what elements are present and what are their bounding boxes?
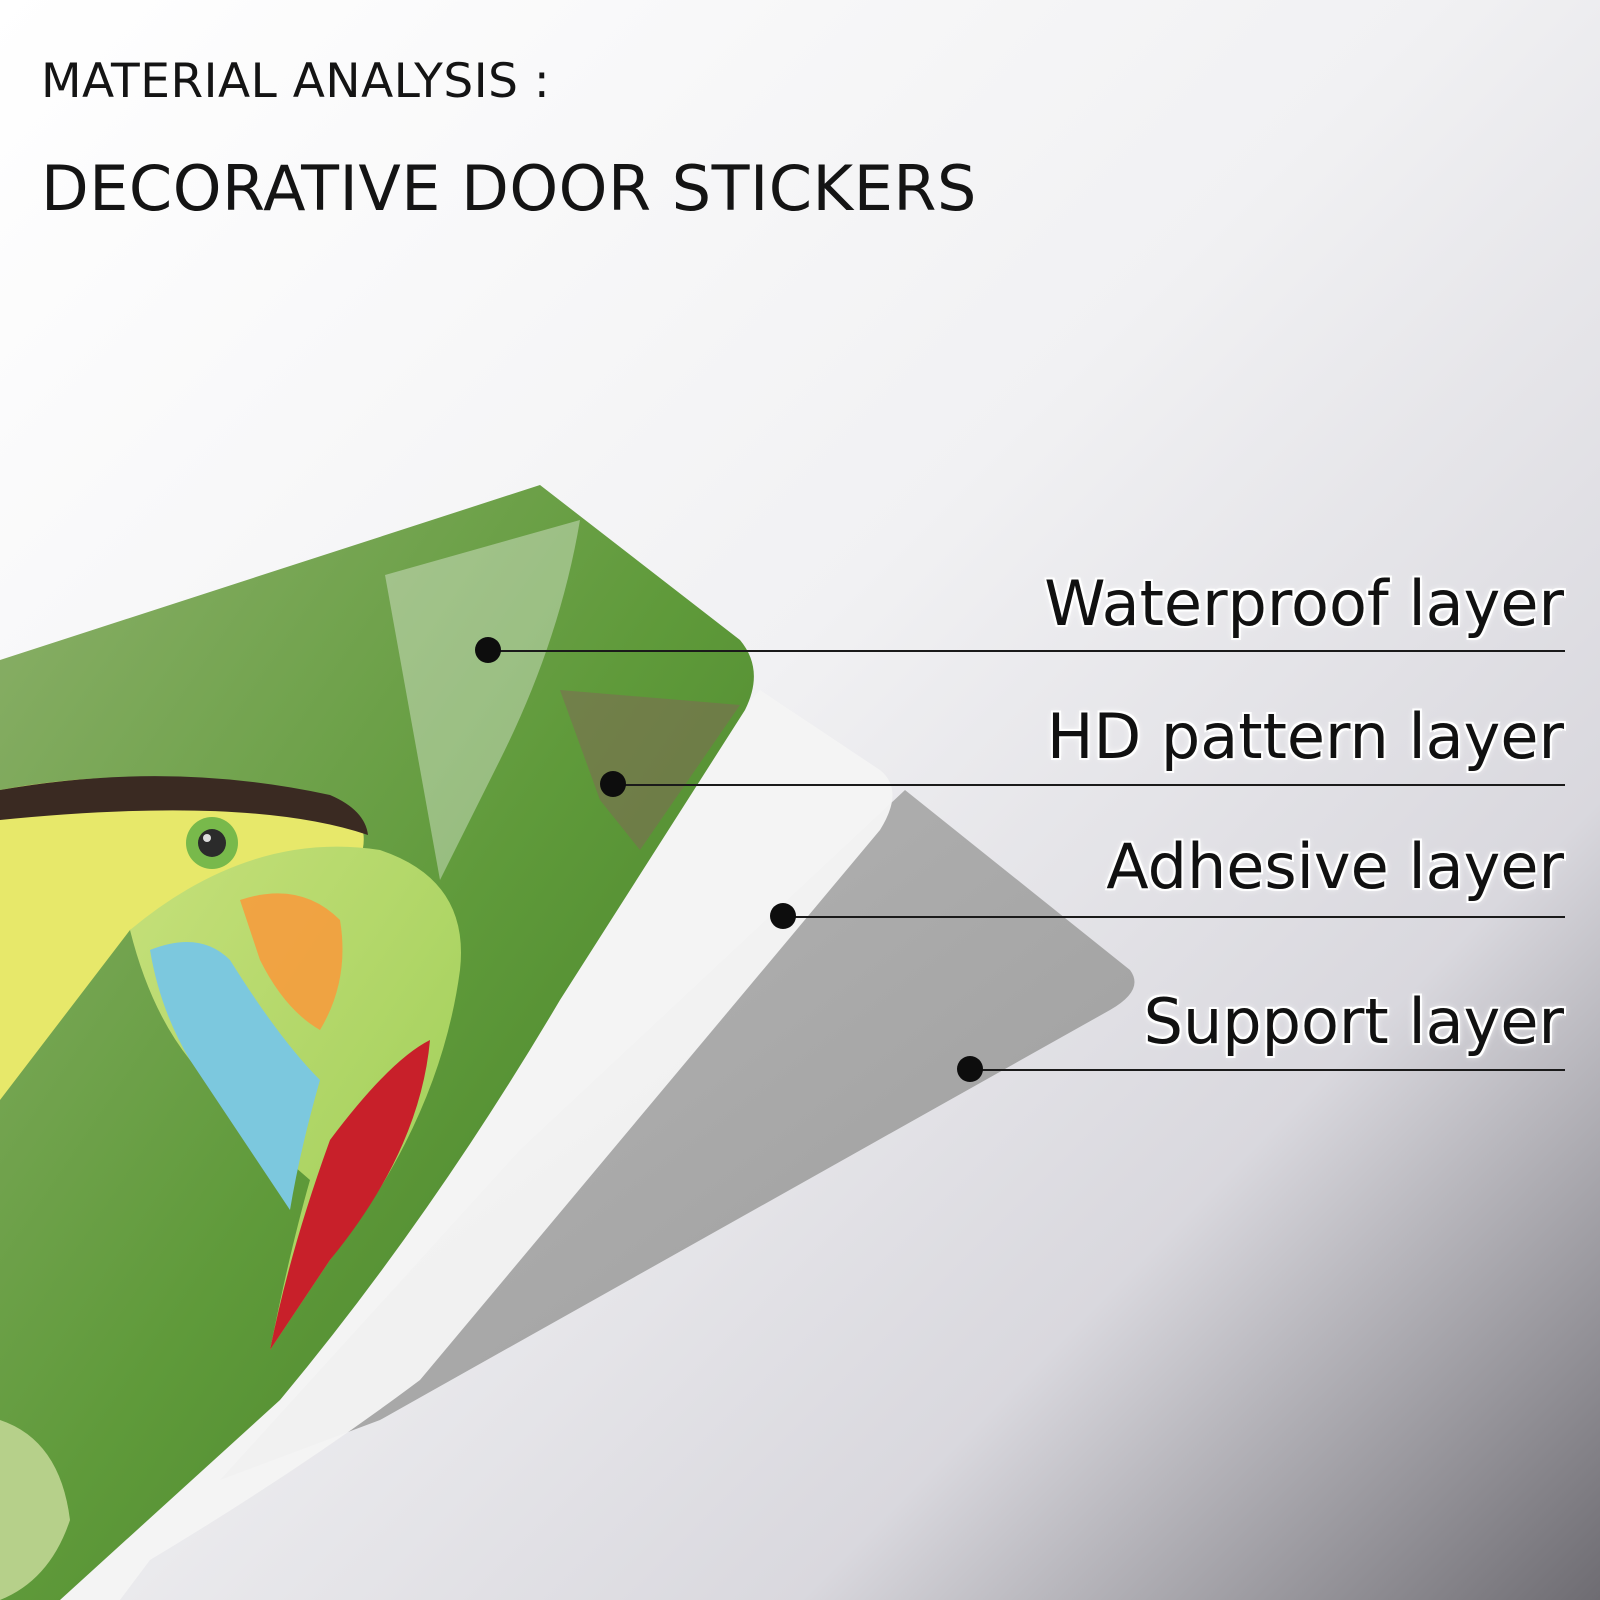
waterproof-layer-film xyxy=(385,520,580,880)
label-waterproof-layer: Waterproof layer xyxy=(1044,567,1564,640)
label-adhesive-layer: Adhesive layer xyxy=(1106,830,1564,903)
label-hd-pattern-layer: HD pattern layer xyxy=(1046,700,1564,773)
toucan-illustration xyxy=(0,776,461,1350)
leader-dot-hd-pattern xyxy=(600,771,626,797)
page-subtitle: DECORATIVE DOOR STICKERS xyxy=(41,152,977,225)
label-support-layer: Support layer xyxy=(1143,985,1564,1058)
leader-dot-waterproof xyxy=(475,637,501,663)
leader-dot-adhesive xyxy=(770,903,796,929)
leader-line-hd-pattern xyxy=(613,784,1565,786)
page-title: MATERIAL ANALYSIS : xyxy=(41,54,551,109)
leader-line-waterproof xyxy=(488,650,1565,652)
leader-dot-support xyxy=(957,1056,983,1082)
leader-line-adhesive xyxy=(783,916,1565,918)
leader-line-support xyxy=(970,1069,1565,1071)
